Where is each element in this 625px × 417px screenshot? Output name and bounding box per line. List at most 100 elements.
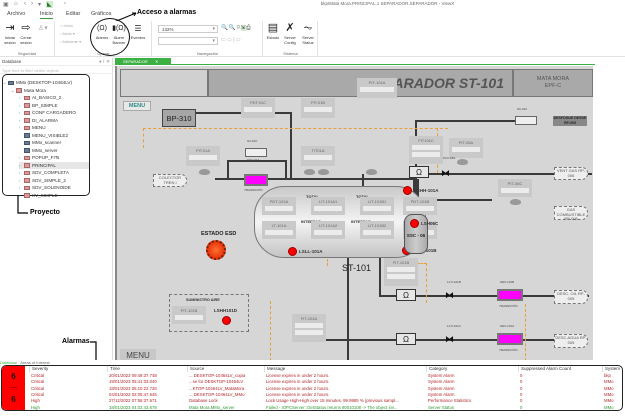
tree-item[interactable]: ›AI_BASICO_2 (19, 94, 89, 101)
tree-item[interactable]: ›MENU (19, 124, 89, 131)
atras-button[interactable]: ‹ Atrás ▾ (60, 31, 75, 36)
zoom-tools[interactable]: 🔍🔍⌑⇲⎙ (221, 25, 252, 31)
column-header[interactable]: System (602, 366, 622, 372)
tree-item[interactable]: MENU_VISIBLE2 (19, 132, 89, 139)
nav-tools[interactable]: ▭ ▭ | ▭ (221, 37, 241, 43)
panel-controls[interactable]: ▾ ⊺ ✕ (99, 59, 110, 64)
expand-icon[interactable]: › (19, 110, 21, 115)
column-header[interactable]: Time (107, 366, 185, 372)
vent-gas-output[interactable]: VENT GAS RP-006 (554, 167, 588, 180)
instrument-pit06a[interactable]: PIT-06A (449, 138, 483, 158)
column-header[interactable]: Source (187, 366, 262, 372)
sdv-transition-indicator[interactable] (497, 333, 523, 345)
instrument-pit06c[interactable]: PIT-06C (498, 179, 532, 197)
switch-lamp-lshh101a[interactable] (403, 186, 412, 195)
tab-editar[interactable]: Editar (66, 11, 81, 17)
expand-icon[interactable]: › (19, 192, 21, 198)
flow-meter-icon[interactable]: Ω (409, 166, 429, 178)
tree-item[interactable]: MMo_server (19, 147, 89, 154)
control-valve-icon[interactable]: ⧓ (445, 290, 454, 300)
instrument-pit01a[interactable]: PIT.01A (186, 146, 220, 166)
sdv-transition-indicator[interactable] (244, 174, 268, 186)
instrument-lit101b1[interactable]: LIT-101B1 (360, 197, 394, 215)
menu-button[interactable]: MENU (123, 101, 151, 111)
tree-item[interactable]: ›SDV_COMPLETA (19, 169, 89, 176)
forward-icon[interactable]: › (31, 1, 33, 7)
zoom-select[interactable]: 132% (158, 25, 218, 33)
expand-icon[interactable]: › (19, 117, 21, 123)
instrument-lit101a2[interactable]: LIT-101A2 (311, 221, 345, 239)
instrument-fit101a[interactable]: FIT-101A (292, 314, 326, 342)
logout-button[interactable]: ⇨Cerrar sesión (20, 22, 32, 45)
control-valve-icon[interactable]: ⧓ (441, 168, 450, 178)
estado-button[interactable]: ▤Estado (266, 22, 280, 40)
tree-item[interactable]: ›DI_ALARMA (19, 117, 89, 124)
instrument-lt101a[interactable]: LT-101A (262, 221, 296, 239)
user-icon[interactable]: ♙▾ (38, 25, 48, 32)
instrument-pdt01c[interactable]: PDT.01C (241, 98, 275, 118)
desc-agua-output[interactable]: DESC.AGUA RP-005 (554, 334, 588, 348)
expand-icon[interactable]: › (19, 162, 21, 168)
tree-item[interactable]: ›XV_SIMPLE (19, 192, 89, 199)
column-header[interactable]: Suppressed Alarm Count (518, 366, 600, 372)
server-status-button[interactable]: ⏦Server Status (300, 23, 316, 45)
edit-mode-icon[interactable]: ◣ (46, 1, 53, 8)
expand-icon[interactable]: ⌄ (11, 87, 15, 93)
tab-separador[interactable]: SEPARADOR ✕ (115, 58, 171, 65)
close-tab-icon[interactable]: ✕ (154, 59, 159, 64)
tree-item[interactable]: ›BP_SIMPLE (19, 102, 89, 109)
tree-item[interactable]: ›SDV_SOLENOIDE (19, 184, 89, 191)
tree-item[interactable]: ›CONF CARGADERO (19, 109, 89, 116)
control-valve-icon[interactable]: ⧓ (445, 334, 454, 344)
login-button[interactable]: ⇥Iniciar sesión (4, 22, 16, 45)
column-header[interactable]: Category (426, 366, 508, 372)
events-button[interactable]: ☰Eventos (128, 23, 148, 41)
tab-graficos[interactable]: Gráficos (91, 11, 112, 17)
valve-body[interactable] (515, 116, 537, 125)
instrument-fit101b[interactable]: FIT-101B (384, 258, 418, 286)
sdv-transition-indicator[interactable] (497, 289, 523, 301)
instrument-pit01b[interactable]: PIT.01B (301, 98, 335, 118)
server-config-button[interactable]: ✗Server Config (282, 23, 298, 45)
tree-item[interactable]: ›SDV_SIMPLE_2 (19, 177, 89, 184)
instrument-fit101c[interactable]: FIT101C (409, 136, 443, 164)
tab-inicio[interactable]: Inicio (40, 11, 53, 19)
tree-item[interactable]: ›POPUP_FITs (19, 154, 89, 161)
switch-lamp-lshh101d[interactable] (222, 316, 231, 325)
desc-oil-output[interactable]: DESC. OIL RP-005 (554, 290, 588, 304)
bp-310-block[interactable]: BP-310 (162, 109, 196, 127)
app-menu-icon[interactable]: ▣ (3, 2, 9, 8)
switch-lamp-lsll101a[interactable] (288, 247, 297, 256)
expand-icon[interactable]: › (19, 155, 21, 160)
instrument-pdt101a[interactable]: PDT-101A (262, 197, 296, 215)
back-icon[interactable]: ‹ (24, 1, 26, 7)
home-icon[interactable]: ⌂ (14, 1, 18, 7)
tree-item[interactable]: ›PRINCIPAL (19, 161, 89, 169)
filter-input[interactable]: Type here to filter visible objects (0, 67, 113, 74)
expand-icon[interactable]: ⌄ (3, 80, 7, 85)
column-header[interactable]: Message (264, 366, 424, 372)
gas-combustible-output[interactable]: GAS COMBUSTIBLE RP-006 (554, 206, 588, 221)
expand-icon[interactable]: › (19, 95, 21, 100)
dropdown-icon[interactable]: ▾ (38, 2, 42, 8)
expand-icon[interactable]: › (19, 170, 21, 175)
instrument-pit101b[interactable]: PIT-101B (172, 306, 206, 324)
expand-icon[interactable]: › (19, 125, 21, 130)
instrument-tit01a[interactable]: TIT01A (301, 146, 335, 166)
tab-database[interactable]: Database (0, 360, 18, 365)
tree-item[interactable]: MMo_scanner (19, 139, 89, 146)
valve-body[interactable] (245, 148, 267, 157)
tree-item[interactable]: ⌄MMo (DESKTOP-10464LV) (3, 79, 89, 86)
flow-meter-icon[interactable]: Ω (396, 333, 416, 345)
customize-icon[interactable]: ▫ (64, 1, 67, 7)
instrument-lit101a1[interactable]: LIT-101A1 (311, 197, 345, 215)
page-select[interactable] (158, 37, 218, 45)
instrument-pit101a[interactable]: PIT-101A (357, 78, 397, 98)
instrument-lit101b2[interactable]: LIT-101B2 (360, 221, 394, 239)
tree-item[interactable]: ⌄Mata Mora (11, 87, 89, 94)
